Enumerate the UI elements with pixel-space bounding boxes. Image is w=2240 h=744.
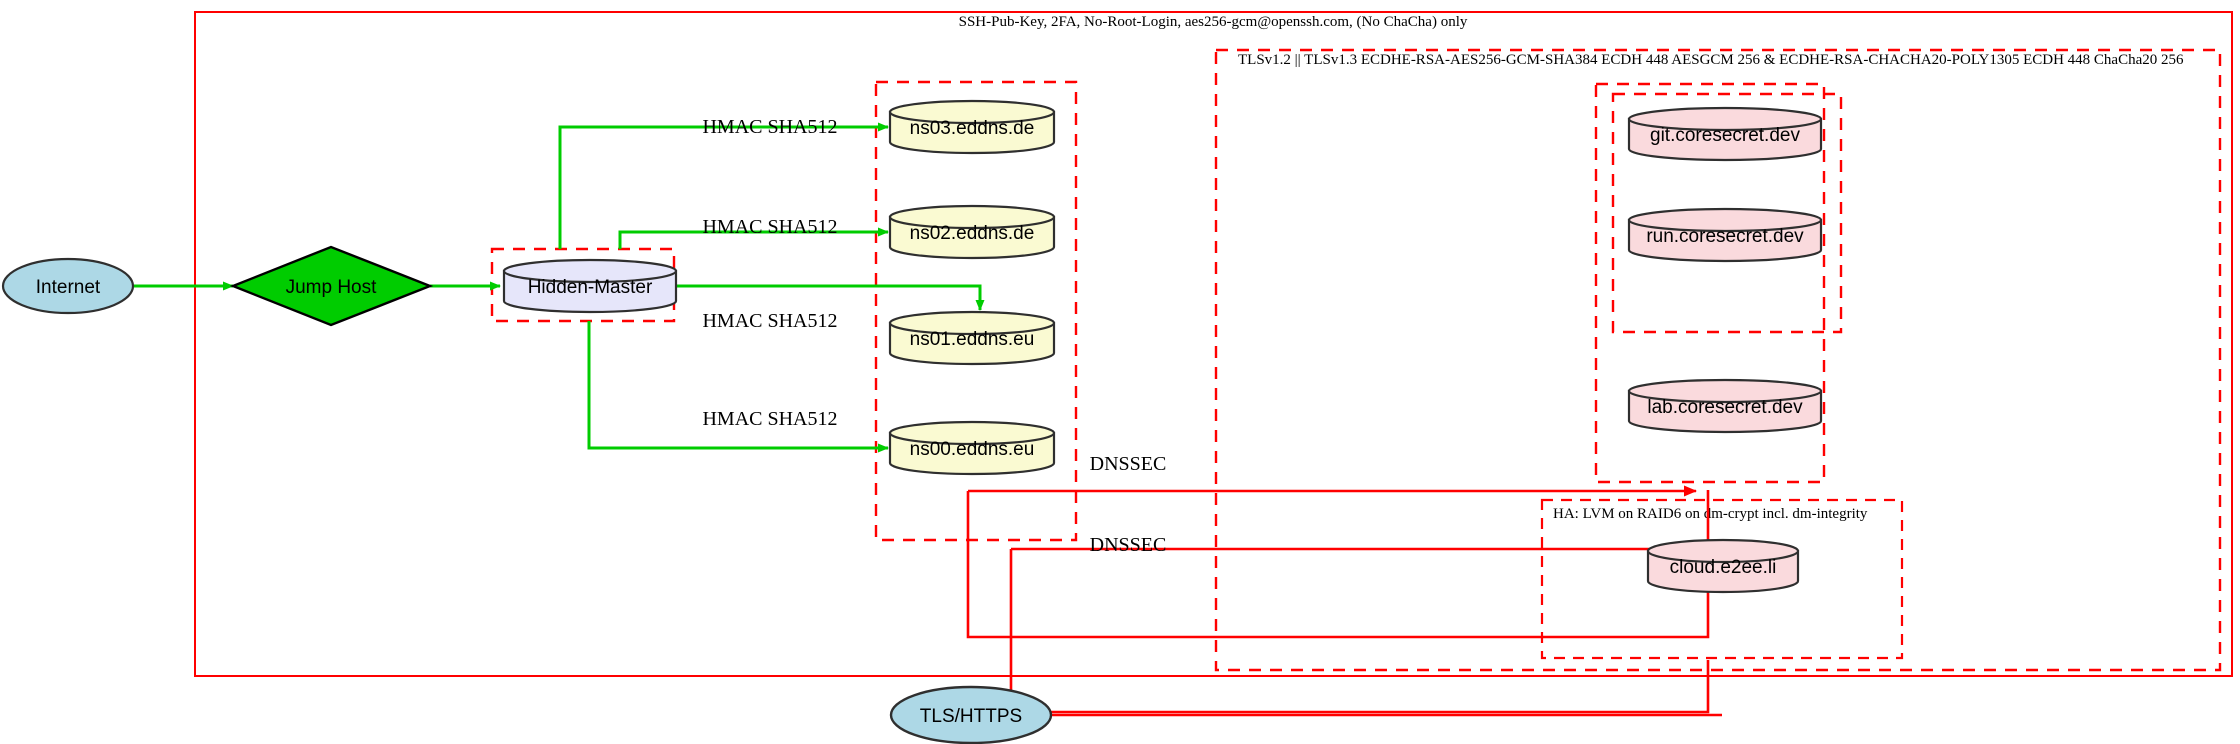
node-git-coresecret-label: git.coresecret.dev: [1650, 125, 1800, 146]
edge-label-hmac-ns01: HMAC SHA512: [702, 310, 837, 332]
cluster-tls: [1214, 48, 2222, 672]
cluster-outer-ssh: [194, 11, 2233, 677]
node-tls-https-label: TLS/HTTPS: [920, 706, 1022, 727]
node-internet-label: Internet: [36, 277, 101, 298]
edge-label-hmac-ns02: HMAC SHA512: [702, 216, 837, 238]
node-ns03[interactable]: ns03.eddns.de: [888, 99, 1056, 155]
node-run-coresecret-label: run.coresecret.dev: [1646, 226, 1804, 247]
node-ns01[interactable]: ns01.eddns.eu: [888, 310, 1056, 366]
cluster-dns: [874, 80, 1078, 542]
node-ns01-label: ns01.eddns.eu: [910, 329, 1035, 350]
cluster-web: [1611, 92, 1843, 334]
edge-hidden-ns01: [676, 284, 985, 311]
cluster-outer-ssh-label: SSH-Pub-Key, 2FA, No-Root-Login, aes256-…: [959, 14, 1468, 30]
edge-label-dnssec-lower: DNSSEC: [1090, 534, 1167, 556]
node-jumphost[interactable]: Jump Host: [229, 245, 434, 327]
node-git-coresecret[interactable]: git.coresecret.dev: [1627, 106, 1823, 162]
node-ns03-label: ns03.eddns.de: [910, 118, 1035, 139]
cluster-dev: [1594, 82, 1826, 484]
cluster-ha: [1540, 498, 1904, 660]
cluster-ha-label: HA: LVM on RAID6 on dm-crypt incl. dm-in…: [1553, 506, 1868, 522]
node-ns00[interactable]: ns00.eddns.eu: [888, 420, 1056, 476]
edge-label-hmac-ns03: HMAC SHA512: [702, 116, 837, 138]
edge-label-hmac-ns00: HMAC SHA512: [702, 408, 837, 430]
edge-hidden-ns00: [587, 321, 889, 453]
cluster-tls-label: TLSv1.2 || TLSv1.3 ECDHE-RSA-AES256-GCM-…: [1238, 52, 2184, 68]
node-hidden-master[interactable]: Hidden-Master: [502, 258, 678, 314]
edge-label-dnssec-upper: DNSSEC: [1090, 453, 1167, 475]
edge-dnssec-cloud: [1009, 549, 1710, 714]
node-ns02-label: ns02.eddns.de: [910, 223, 1035, 244]
node-ns02[interactable]: ns02.eddns.de: [888, 204, 1056, 260]
node-run-coresecret[interactable]: run.coresecret.dev: [1627, 207, 1823, 263]
node-lab-coresecret-label: lab.coresecret.dev: [1647, 397, 1803, 418]
node-ns00-label: ns00.eddns.eu: [910, 439, 1035, 460]
node-hidden-master-label: Hidden-Master: [528, 277, 653, 298]
node-jumphost-label: Jump Host: [286, 277, 378, 298]
node-tls-https[interactable]: TLS/HTTPS: [889, 685, 1053, 744]
node-internet[interactable]: Internet: [1, 257, 135, 315]
node-cloud-e2ee[interactable]: cloud.e2ee.li: [1646, 538, 1800, 594]
edge-hidden-ns02: [618, 227, 889, 249]
edge-hidden-ns03: [558, 122, 889, 249]
node-cloud-e2ee-label: cloud.e2ee.li: [1670, 557, 1777, 578]
node-lab-coresecret[interactable]: lab.coresecret.dev: [1627, 378, 1823, 434]
